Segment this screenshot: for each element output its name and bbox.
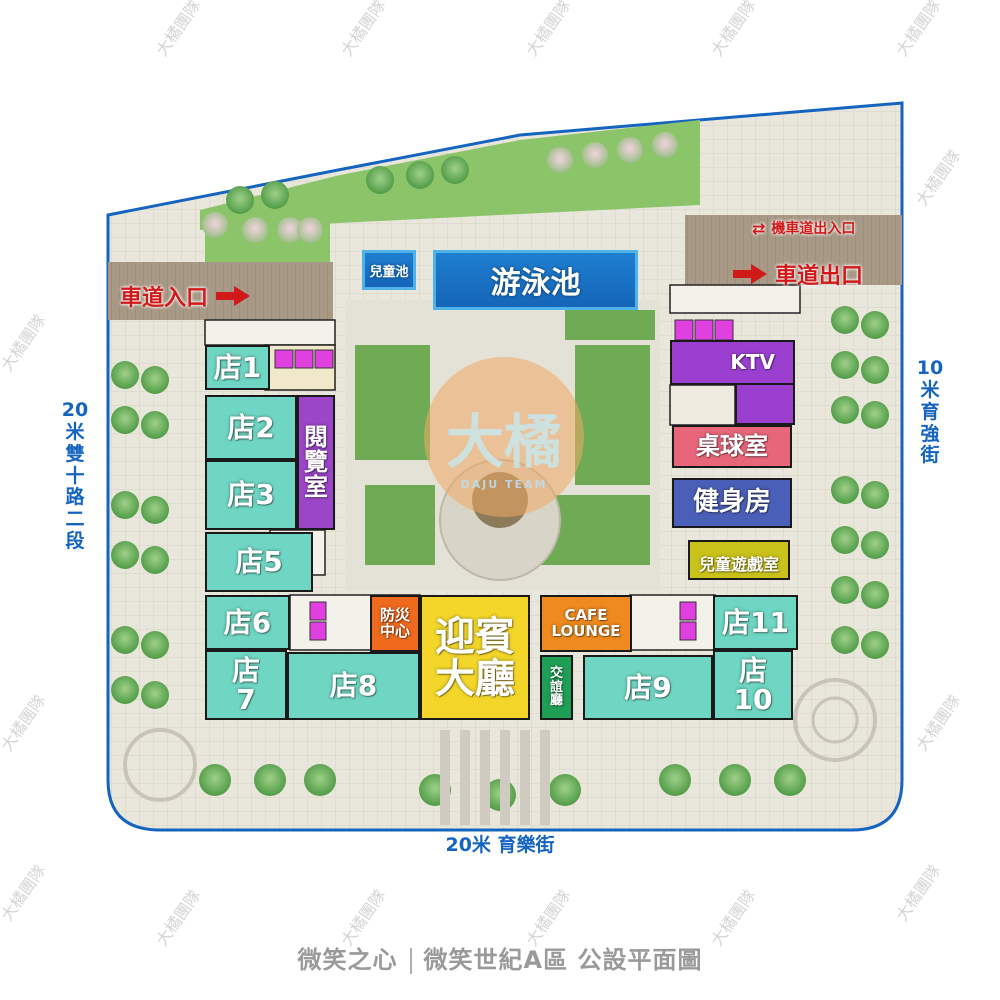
shop-10: 店 10 xyxy=(713,650,793,720)
road-south: 20米 育樂街 xyxy=(445,834,555,856)
plan-subtitle: 微笑世紀A區 公設平面圖 xyxy=(423,946,703,974)
kids-playroom: 兒童遊戲室 xyxy=(688,540,790,580)
lobby: 迎賓 大廳 xyxy=(420,595,530,720)
driveway-entrance: 車道入口 xyxy=(120,280,251,312)
two-way-arrow-icon: ⇄ xyxy=(752,218,766,238)
kids-pool: 兒童池 xyxy=(362,250,416,290)
title-divider xyxy=(409,948,412,974)
shop-8: 店8 xyxy=(287,652,420,720)
ktv-room: KTV xyxy=(670,340,795,385)
shop-3: 店3 xyxy=(205,460,297,530)
ktv-room-annex xyxy=(735,385,795,425)
shop-7: 店 7 xyxy=(205,650,287,720)
plan-title: 微笑之心微笑世紀A區 公設平面圖 xyxy=(0,940,1000,975)
shop-5: 店5 xyxy=(205,532,313,592)
scooter-driveway: ⇄ 機車道出入口 xyxy=(752,218,856,238)
shop-6: 店6 xyxy=(205,595,290,650)
arrow-right-icon xyxy=(216,286,251,306)
social-hall: 交 誼 廳 xyxy=(540,655,573,720)
shop-9: 店9 xyxy=(583,655,713,720)
gym: 健身房 xyxy=(672,478,792,528)
road-west: 20 米 雙 十 路 二 段 xyxy=(61,399,89,553)
shop-11: 店11 xyxy=(713,595,798,650)
arrow-right-icon xyxy=(733,264,767,284)
road-east: 10 米 育 強 街 xyxy=(916,357,944,467)
project-name: 微笑之心 xyxy=(297,946,398,974)
swimming-pool: 游泳池 xyxy=(433,250,638,310)
disaster-prevention-center: 防災 中心 xyxy=(370,595,420,652)
reading-room: 閱 覽 室 xyxy=(297,395,335,530)
logo-text: DAJU TEAM xyxy=(460,478,548,491)
billiards-room: 桌球室 xyxy=(672,425,792,468)
cafe-lounge: CAFE LOUNGE xyxy=(540,595,632,652)
shop-2: 店2 xyxy=(205,395,297,460)
team-logo: 大橘 DAJU TEAM xyxy=(424,357,584,517)
logo-mark: 大橘 xyxy=(445,408,562,476)
shop-1: 店1 xyxy=(205,345,270,390)
driveway-exit: 車道出口 xyxy=(733,258,863,290)
